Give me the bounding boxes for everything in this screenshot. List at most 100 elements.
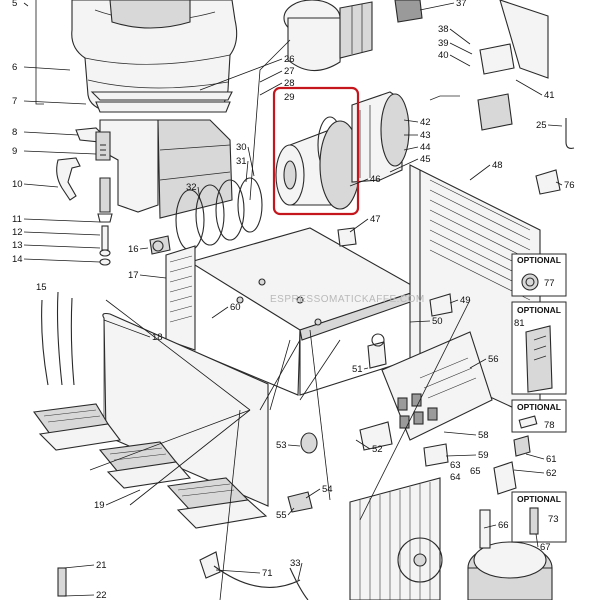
part-label-21: 21: [96, 560, 107, 571]
leader-line-46: [349, 178, 369, 187]
optional-77-label: OPTIONAL: [517, 255, 561, 265]
leader-line-19: [105, 489, 141, 506]
leader-line-21: [63, 564, 95, 569]
optional-81-label: OPTIONAL: [517, 305, 561, 315]
part-number-labels: 5678910111213141516171819212225262728293…: [12, 0, 575, 600]
part-label-8: 8: [12, 127, 17, 138]
leader-line-39: [449, 42, 473, 55]
part-label-12: 12: [12, 227, 23, 238]
leader-line-49: [449, 299, 459, 304]
condenser: [349, 477, 443, 600]
leader-line-13: [23, 244, 101, 249]
part-label-62: 62: [546, 468, 557, 479]
part-label-65: 65: [470, 466, 481, 477]
leader-line-32: [197, 186, 201, 201]
part-label-13: 13: [12, 240, 23, 251]
part-label-28: 28: [284, 78, 295, 89]
bowl-base: [90, 91, 233, 113]
leader-line-41: [515, 79, 543, 96]
exploded-guide-lines: [89, 39, 471, 600]
leader-line-18: [103, 319, 151, 338]
leader-line-14: [23, 258, 101, 263]
leader-line-22: [63, 594, 95, 597]
leader-line-31: [245, 160, 249, 183]
leader-line-7: [23, 100, 87, 105]
leader-line-76: [555, 181, 563, 186]
leader-line-30: [247, 146, 255, 177]
part-label-58: 58: [478, 430, 489, 441]
part-label-41: 41: [544, 90, 555, 101]
tubes: [41, 291, 75, 386]
bracket-top-left: [35, 0, 44, 105]
leader-line-53: [287, 444, 301, 447]
leader-line-38: [449, 28, 471, 45]
part-label-61: 61: [546, 454, 557, 465]
part-label-6: 6: [12, 62, 17, 73]
part-label-43: 43: [420, 130, 431, 141]
highlight-box-part-29: [272, 86, 360, 216]
part-label-52: 52: [372, 444, 383, 455]
part-label-44: 44: [420, 142, 431, 153]
part-label-10: 10: [12, 179, 23, 190]
gear-motor: [283, 0, 423, 72]
part-label-17: 17: [128, 270, 139, 281]
part-label-66: 66: [498, 520, 509, 531]
part-label-30: 30: [236, 142, 247, 153]
part-label-32: 32: [186, 182, 197, 193]
leader-line-47: [349, 218, 369, 233]
optional-box-77: OPTIONAL: [511, 253, 567, 297]
part-label-77: 77: [544, 278, 555, 289]
leader-line-44: [403, 146, 419, 151]
leader-line-10: [23, 183, 59, 188]
part-label-5: 5: [12, 0, 17, 9]
part-label-78: 78: [544, 420, 555, 431]
tap-lever: [75, 127, 111, 161]
part-label-29: 29: [284, 92, 295, 103]
main-frame: [188, 227, 422, 396]
leader-line-52: [355, 439, 371, 450]
part-label-15: 15: [36, 282, 47, 293]
leader-line-40: [449, 54, 471, 67]
leader-line-5: [23, 2, 29, 7]
optional-78-label: OPTIONAL: [517, 402, 561, 412]
leader-line-37: [419, 2, 455, 11]
leader-line-59: [445, 454, 477, 457]
part-label-56: 56: [488, 354, 499, 365]
part-label-18: 18: [152, 332, 163, 343]
handle-part: [56, 157, 81, 201]
watermark-text: ESPRESSOMATICKAFFE.COM: [270, 294, 425, 305]
leader-line-9: [23, 150, 97, 155]
leader-line-28: [259, 82, 283, 96]
part-label-76: 76: [564, 180, 575, 191]
part-label-81: 81: [514, 318, 525, 329]
part-label-38: 38: [438, 24, 449, 35]
leader-line-6: [23, 66, 71, 71]
leader-line-27: [259, 70, 283, 83]
part-label-16: 16: [128, 244, 139, 255]
leader-line-67: [535, 533, 539, 548]
leader-line-26: [199, 58, 283, 91]
leader-line-55: [287, 507, 295, 516]
part-label-33: 33: [290, 558, 301, 569]
part-label-48: 48: [492, 160, 503, 171]
part-label-59: 59: [478, 450, 489, 461]
optional-box-73: OPTIONAL: [511, 491, 567, 543]
part-label-45: 45: [420, 154, 431, 165]
leader-line-56: [469, 358, 487, 369]
part-label-60: 60: [230, 302, 241, 313]
pin-assembly: [97, 177, 113, 266]
part-label-67: 67: [540, 542, 551, 553]
part-label-49: 49: [460, 295, 471, 306]
part-label-71: 71: [262, 568, 273, 579]
part-label-40: 40: [438, 50, 449, 61]
leader-line-48: [469, 164, 491, 181]
part-label-37: 37: [456, 0, 467, 9]
optional-box-78: OPTIONAL: [511, 399, 567, 433]
part-label-22: 22: [96, 590, 107, 600]
part-label-53: 53: [276, 440, 287, 451]
part-label-7: 7: [12, 96, 17, 107]
part-label-46: 46: [370, 174, 381, 185]
part-label-54: 54: [322, 484, 333, 495]
part-label-11: 11: [12, 214, 22, 225]
